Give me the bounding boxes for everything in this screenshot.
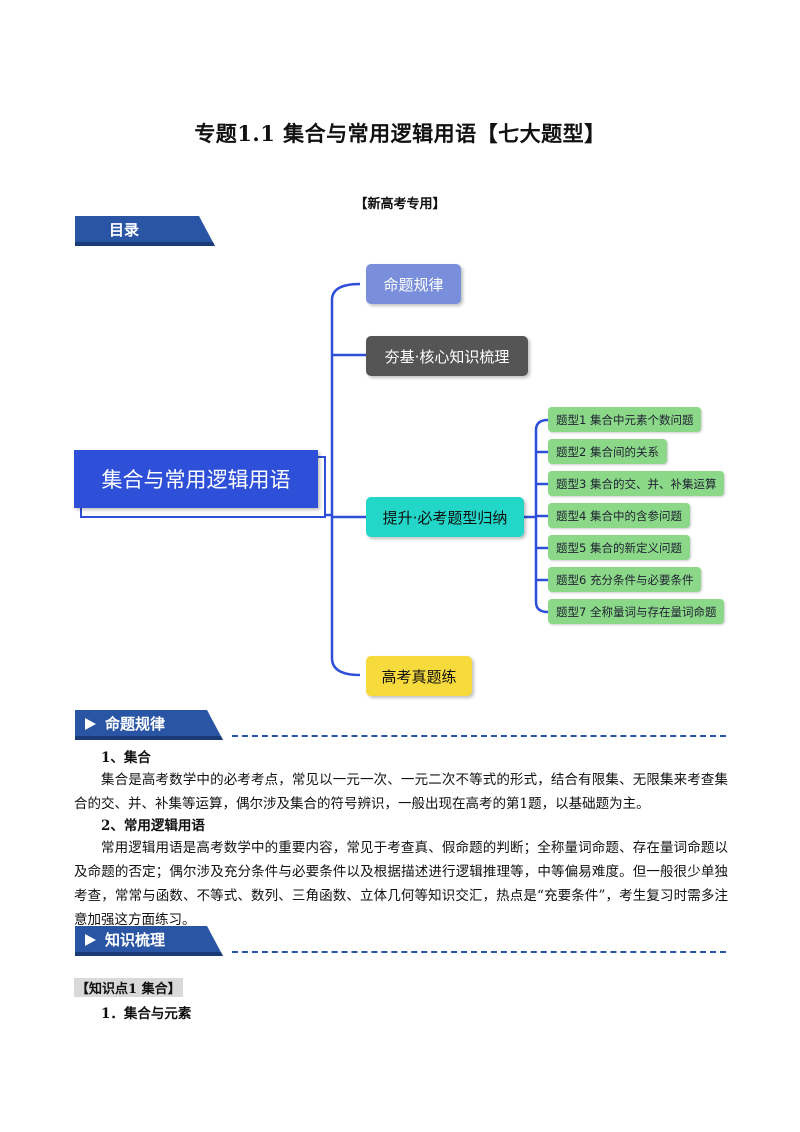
leaf-type-4: 题型4 集合中的含参问题: [548, 503, 690, 528]
knowledge-banner-label: 知识梳理: [105, 931, 166, 949]
leaf-type-5: 题型5 集合的新定义问题: [548, 535, 690, 560]
rules-banner: 命题规律: [75, 710, 223, 740]
branch-knowledge: 夯基·核心知识梳理: [366, 336, 528, 376]
rules-heading-1: 1、集合: [101, 750, 151, 766]
mind-map: 集合与常用逻辑用语 命题规律 夯基·核心知识梳理 提升·必考题型归纳 高考真题练…: [0, 250, 800, 700]
rules-banner-label: 命题规律: [105, 715, 166, 733]
rules-paragraph-1-text: 集合是高考数学中的必考考点，常见以一元一次、一元二次不等式的形式，结合有限集、无…: [74, 772, 728, 812]
toc-banner-shape: [75, 216, 215, 246]
leaf-type-7: 题型7 全称量词与存在量词命题: [548, 599, 725, 624]
branch-types: 提升·必考题型归纳: [366, 497, 524, 537]
mind-map-root: 集合与常用逻辑用语: [74, 450, 318, 508]
knowledge-point-label: 【知识点1 集合】: [74, 978, 183, 997]
branch-knowledge-label: 夯基·核心知识梳理: [384, 347, 510, 366]
leaf-type-3: 题型3 集合的交、并、补集运算: [548, 471, 725, 496]
rules-paragraph-1: 集合是高考数学中的必考考点，常见以一元一次、一元二次不等式的形式，结合有限集、无…: [74, 768, 728, 816]
rules-divider: [232, 735, 726, 737]
rules-paragraph-2: 常用逻辑用语是高考数学中的重要内容，常见于考查真、假命题的判断；全称量词命题、存…: [74, 836, 728, 932]
toc-banner-label: 目录: [109, 221, 140, 239]
play-icon: [85, 718, 96, 730]
mind-map-root-label: 集合与常用逻辑用语: [101, 468, 291, 492]
branch-rules-label: 命题规律: [383, 275, 444, 294]
mind-map-connectors: [318, 282, 549, 677]
rules-banner-shape: [75, 710, 223, 740]
branch-rules: 命题规律: [366, 264, 461, 304]
leaf-type-2: 题型2 集合间的关系: [548, 439, 667, 464]
knowledge-subheading: 1．集合与元素: [101, 1006, 192, 1022]
document-subtitle: 【新高考专用】: [354, 197, 446, 212]
knowledge-divider: [232, 951, 726, 953]
branch-exam-label: 高考真题练: [381, 667, 457, 686]
play-icon: [85, 934, 96, 946]
branch-types-label: 提升·必考题型归纳: [382, 508, 508, 527]
branch-exam: 高考真题练: [366, 656, 472, 696]
document-title: 专题1.1 集合与常用逻辑用语【七大题型】: [194, 121, 606, 146]
knowledge-banner: 知识梳理: [75, 926, 223, 956]
knowledge-banner-shape: [75, 926, 223, 956]
leaf-type-1: 题型1 集合中元素个数问题: [548, 407, 702, 432]
leaf-type-6: 题型6 充分条件与必要条件: [548, 567, 702, 592]
toc-banner: 目录: [75, 216, 215, 246]
rules-heading-2: 2、常用逻辑用语: [101, 818, 205, 834]
rules-paragraph-2-text: 常用逻辑用语是高考数学中的重要内容，常见于考查真、假命题的判断；全称量词命题、存…: [74, 840, 728, 928]
